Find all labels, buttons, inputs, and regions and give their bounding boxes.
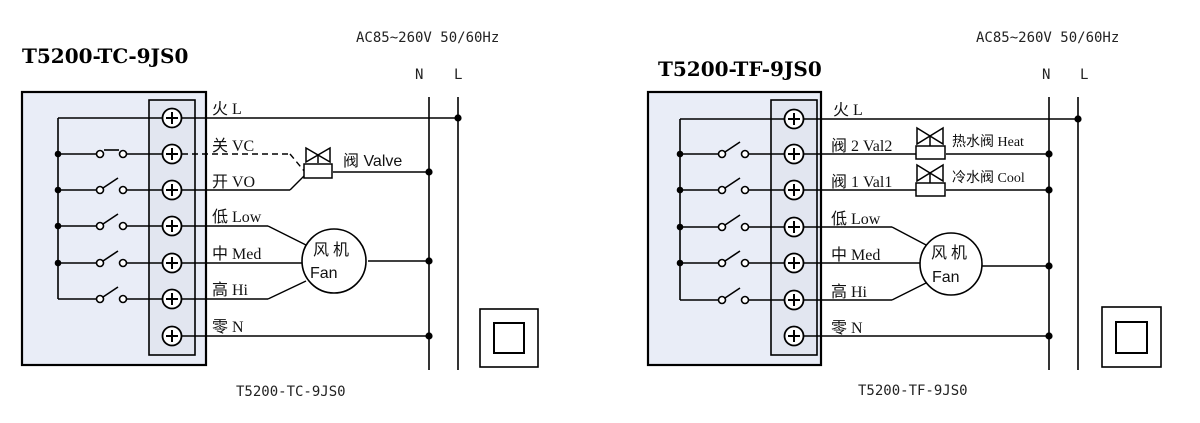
left-fan: 风 机 Fan	[301, 228, 367, 294]
left-internal-wiring	[57, 117, 162, 304]
left-fan-circle	[301, 228, 367, 294]
right-fan-circle	[919, 232, 983, 296]
right-valve-cool-label: 冷水阀 Cool	[952, 170, 1025, 186]
right-terminal-4	[783, 216, 805, 238]
left-supply-label: AC85~260V 50/60Hz	[356, 30, 499, 46]
left-terminal-6	[161, 288, 183, 310]
right-valve-heat-label: 热水阀 Heat	[952, 134, 1024, 150]
left-label-vc: 关 VC	[212, 137, 254, 155]
left-terminal-7	[161, 325, 183, 347]
right-label-hi: 高 Hi	[831, 283, 868, 301]
left-supply-lines	[428, 97, 459, 370]
left-label-hi: 高 Hi	[212, 281, 249, 299]
right-external-wiring	[804, 118, 1078, 337]
left-label-vo: 开 VO	[212, 174, 255, 191]
left-fan-cn: 风 机	[313, 241, 349, 259]
left-n-label: N	[415, 67, 423, 83]
left-terminal-5	[161, 252, 183, 274]
right-supply-dots	[1045, 115, 1082, 340]
right-label-live: 火 L	[833, 102, 863, 119]
left-title: T5200-TC-9JS0	[22, 44, 188, 68]
right-n-label: N	[1042, 67, 1050, 83]
right-supply-label: AC85~260V 50/60Hz	[976, 30, 1119, 46]
right-valve-heat-symbol	[915, 126, 946, 160]
right-l-label: L	[1080, 67, 1088, 83]
right-label-neutral: 零 N	[831, 320, 863, 337]
left-label-med: 中 Med	[212, 245, 261, 263]
right-terminal-7	[783, 325, 805, 347]
right-caption: T5200-TF-9JS0	[858, 383, 968, 399]
right-label-low: 低 Low	[831, 210, 881, 228]
right-junction-dots	[676, 150, 684, 267]
right-thermostat-icon	[1101, 306, 1162, 368]
right-fan: 风 机 Fan	[919, 232, 983, 296]
right-terminal-1	[783, 108, 805, 130]
right-label-med: 中 Med	[831, 246, 880, 264]
left-label-neutral: 零 N	[212, 319, 244, 336]
left-terminal-4	[161, 215, 183, 237]
right-label-val1: 阀 1 Val1	[831, 173, 892, 191]
right-label-val2: 阀 2 Val2	[831, 137, 892, 155]
left-terminal-1	[161, 107, 183, 129]
left-junction-dots	[54, 150, 62, 267]
left-fan-en: Fan	[310, 265, 338, 282]
right-fan-cn: 风 机	[931, 244, 967, 262]
left-supply-dots	[425, 114, 462, 340]
right-internal-wiring	[679, 118, 784, 305]
left-thermostat-icon	[479, 308, 539, 368]
left-terminal-3	[161, 179, 183, 201]
left-external-wiring	[182, 117, 458, 337]
right-terminal-3	[783, 179, 805, 201]
left-terminals	[161, 107, 183, 347]
right-valve-cool-symbol	[915, 163, 946, 197]
right-supply-lines	[1048, 97, 1079, 370]
left-caption: T5200-TC-9JS0	[236, 384, 346, 400]
left-l-label: L	[454, 67, 462, 83]
right-terminals	[783, 108, 805, 347]
right-fan-en: Fan	[932, 269, 960, 286]
right-terminal-6	[783, 289, 805, 311]
diagram-left: T5200-TC-9JS0 AC85~260V 50/60Hz N L	[20, 30, 539, 400]
right-title: T5200-TF-9JS0	[658, 57, 822, 81]
left-terminal-2	[161, 143, 183, 165]
diagram-right: T5200-TF-9JS0 AC85~260V 50/60Hz N L	[646, 30, 1162, 399]
right-terminal-2	[783, 143, 805, 165]
left-valve-symbol	[303, 146, 333, 179]
left-valve-label: 阀 Valve	[343, 152, 402, 170]
left-label-live: 火 L	[212, 101, 242, 118]
left-label-low: 低 Low	[212, 208, 262, 226]
right-terminal-5	[783, 252, 805, 274]
